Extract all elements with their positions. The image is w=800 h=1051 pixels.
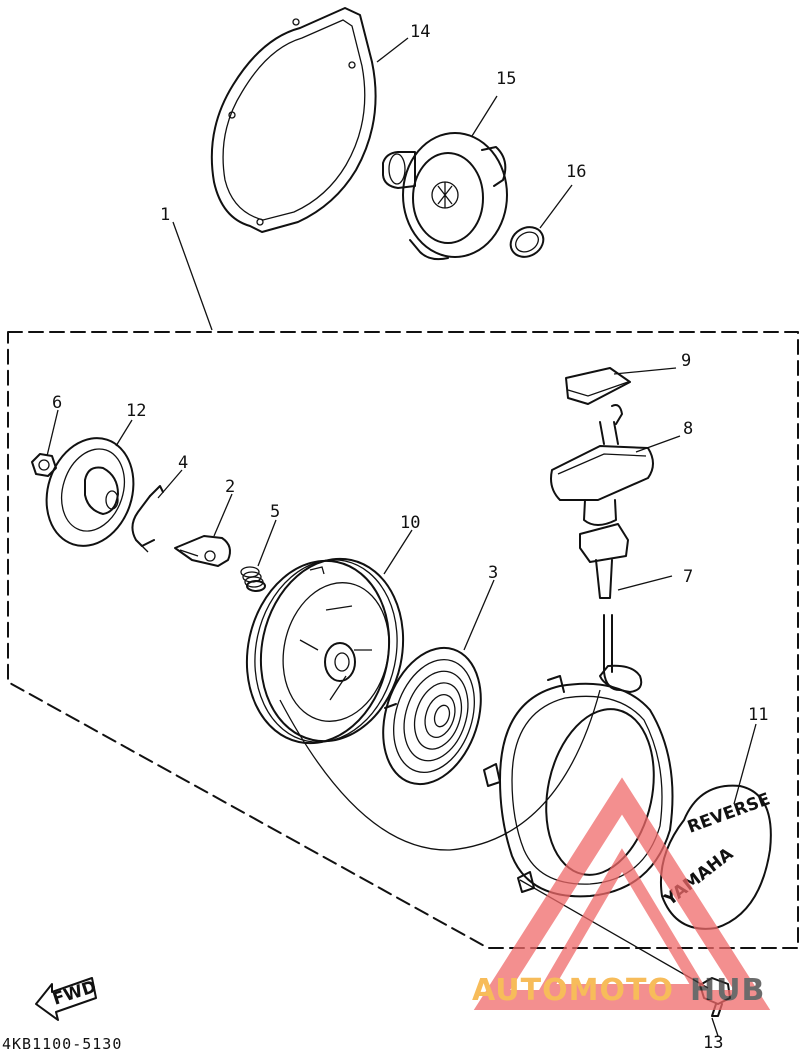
label-3: 3 <box>488 563 498 583</box>
label-4: 4 <box>178 453 188 473</box>
leader-lines <box>46 37 757 1037</box>
label-13: 13 <box>703 1033 723 1051</box>
part-14-gasket <box>210 7 377 233</box>
label-16: 16 <box>566 162 586 182</box>
part-15-drive-pulley <box>382 132 508 261</box>
part-10-sheave-drum <box>245 557 405 745</box>
part-3-recoil-spring <box>382 646 482 786</box>
part-2-pawl <box>174 535 231 567</box>
part-7-rope <box>279 614 621 851</box>
part-12-plate <box>45 437 135 547</box>
cover-reverse-text: REVERSE <box>685 789 773 837</box>
label-12: 12 <box>126 401 146 421</box>
label-14: 14 <box>410 22 430 42</box>
label-8: 8 <box>683 419 693 439</box>
part-4-clip <box>131 485 164 553</box>
watermark-triangle-icon <box>473 777 771 1010</box>
watermark-text-b: HUB <box>690 973 765 1008</box>
label-2: 2 <box>225 477 235 497</box>
part-labels: 1 2 3 4 5 6 7 8 9 10 11 12 13 14 15 16 <box>52 22 768 1051</box>
watermark-text-a: AUTOMOTO <box>472 973 674 1008</box>
part-5-spring <box>240 566 266 592</box>
label-1: 1 <box>160 205 170 225</box>
label-15: 15 <box>496 69 516 89</box>
part-6-nut <box>31 453 57 477</box>
part-16-o-ring <box>509 226 545 258</box>
label-11: 11 <box>748 705 768 725</box>
label-10: 10 <box>400 513 420 533</box>
part-11-cover-plate: REVERSE YAMAHA <box>659 784 773 930</box>
assembly-boundary <box>7 331 799 949</box>
label-9: 9 <box>681 351 691 371</box>
label-7: 7 <box>683 567 693 587</box>
label-6: 6 <box>52 393 62 413</box>
fwd-arrow-icon: FWD <box>35 977 99 1021</box>
part-9-grip-cap <box>565 367 631 405</box>
watermark-logo: AUTOMOTO HUB <box>472 777 771 1010</box>
drawing-code: 4KB1100-5130 <box>2 1035 122 1051</box>
part-8-starter-handle <box>550 404 654 599</box>
label-5: 5 <box>270 502 280 522</box>
